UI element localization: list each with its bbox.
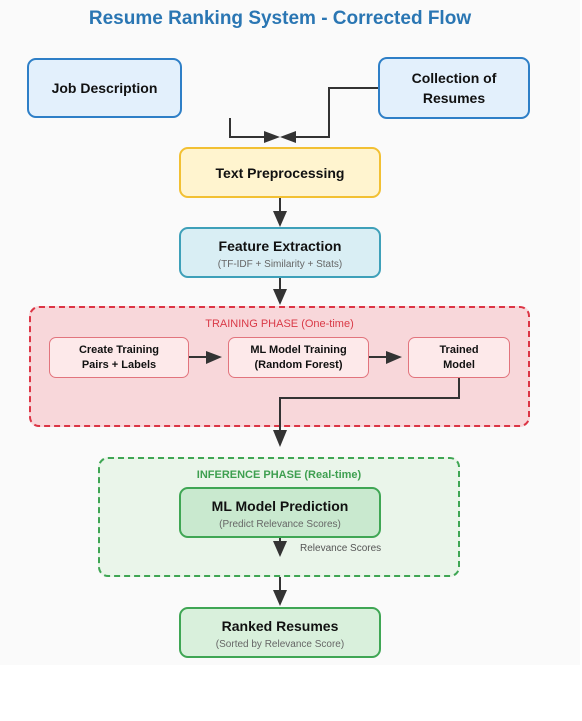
job-description-label: Job Description (51, 80, 158, 96)
arrowhead-training (386, 351, 402, 364)
arrowhead-model (273, 430, 287, 447)
feature-extraction-label: Feature Extraction (218, 237, 342, 254)
ml-model-prediction-sublabel: (Predict Relevance Scores) (219, 518, 341, 530)
arrowhead-ranked (273, 590, 287, 606)
arrowhead-resumes-merge (280, 131, 296, 143)
job-description-node: Job Description (27, 58, 182, 118)
trained-model-label: Trained Model (439, 343, 479, 371)
text-preprocessing-node: Text Preprocessing (179, 147, 381, 198)
arrowhead-features (273, 289, 287, 305)
create-training-pairs-node: Create Training Pairs + Labels (49, 337, 189, 378)
feature-extraction-sublabel: (TF-IDF + Similarity + Stats) (217, 258, 343, 270)
diagram-title: Resume Ranking System - Corrected Flow (88, 8, 472, 29)
ranked-resumes-label: Ranked Resumes (221, 617, 339, 634)
ranked-resumes-sublabel: (Sorted by Relevance Score) (215, 638, 345, 650)
text-preprocessing-label: Text Preprocessing (215, 164, 345, 181)
edge-resumes-to-merge (292, 87, 378, 138)
edge-job-to-merge (229, 118, 268, 138)
collection-of-resumes-node: Collection of Resumes (378, 57, 530, 119)
ml-model-training-node: ML Model Training (Random Forest) (228, 337, 369, 378)
arrowhead-job-merge (264, 131, 280, 143)
arrowhead-prediction (273, 541, 287, 557)
training-phase-label: TRAINING PHASE (One-time) (205, 318, 354, 330)
arrowhead-pairs (206, 351, 222, 364)
ml-model-prediction-label: ML Model Prediction (211, 497, 349, 514)
inference-phase-label: INFERENCE PHASE (Real-time) (196, 469, 362, 481)
ml-model-training-label: ML Model Training (Random Forest) (250, 343, 347, 371)
edge-model-to-inference (279, 378, 460, 431)
ml-model-prediction-node: ML Model Prediction (Predict Relevance S… (179, 487, 381, 538)
ranked-resumes-node: Ranked Resumes (Sorted by Relevance Scor… (179, 607, 381, 658)
create-training-pairs-label: Create Training Pairs + Labels (78, 343, 160, 371)
collection-of-resumes-label: Collection of Resumes (411, 70, 497, 106)
trained-model-node: Trained Model (408, 337, 510, 378)
relevance-scores-edge-label: Relevance Scores (300, 543, 382, 554)
feature-extraction-node: Feature Extraction (TF-IDF + Similarity … (179, 227, 381, 278)
arrowhead-preprocessing (273, 211, 287, 227)
